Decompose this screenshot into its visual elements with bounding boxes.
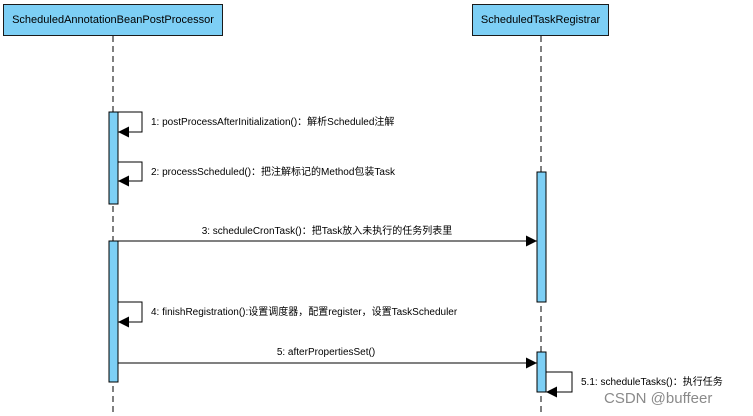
activation-bar-left-2 (108, 240, 119, 383)
watermark: CSDN @buffeer (604, 390, 713, 407)
activation-bar-right-1 (536, 171, 547, 303)
message-1-arrow (118, 111, 143, 138)
message-4-label: 4: finishRegistration():设置调度器，配置register… (151, 305, 458, 318)
message-2-arrow (118, 161, 143, 187)
message-5-1-arrow (546, 371, 573, 398)
message-5-1-label: 5.1: scheduleTasks()：执行任务 (581, 375, 723, 388)
participant-label: ScheduledTaskRegistrar (480, 14, 601, 26)
participant-scheduled-annotation-bean-post-processor: ScheduledAnnotationBeanPostProcessor (3, 4, 223, 36)
message-3-label: 3: scheduleCronTask()：把Task放入未执行的任务列表里 (202, 224, 453, 237)
activation-bar-right-2 (536, 351, 547, 393)
message-4-arrow (118, 301, 143, 328)
participant-scheduled-task-registrar: ScheduledTaskRegistrar (472, 4, 609, 36)
message-5-label: 5: afterPropertiesSet() (277, 347, 375, 358)
activation-bar-left-1 (108, 111, 119, 205)
participant-label: ScheduledAnnotationBeanPostProcessor (12, 14, 214, 26)
message-2-label: 2: processScheduled()：把注解标记的Method包装Task (151, 165, 396, 178)
message-1-label: 1: postProcessAfterInitialization()：解析Sc… (151, 115, 394, 128)
